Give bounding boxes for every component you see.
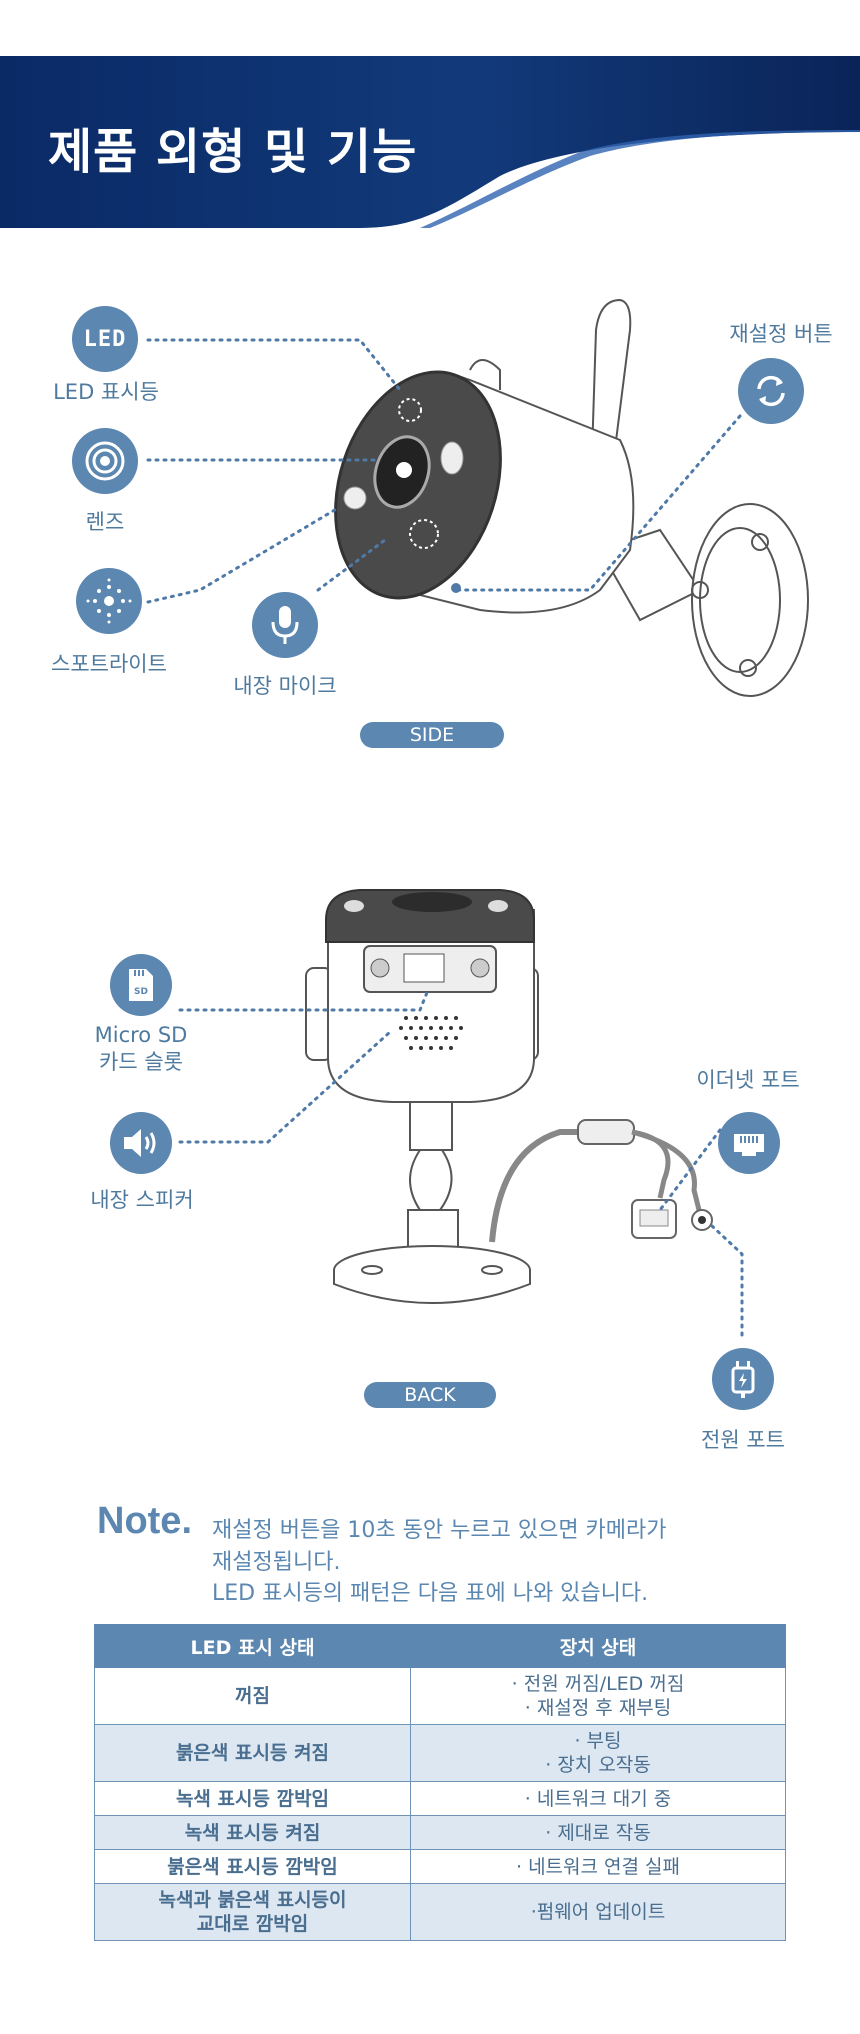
- sd-icon-text: SD: [134, 987, 148, 997]
- camera-back-illustration: [178, 889, 744, 1338]
- mic-label: 내장 마이크: [233, 674, 337, 698]
- device-state-cell: · 부팅· 장치 오작동: [410, 1724, 786, 1782]
- back-view-label: BACK: [364, 1382, 496, 1408]
- device-state-cell: · 네트워크 연결 실패: [410, 1849, 786, 1884]
- power-port-label: 전원 포트: [701, 1428, 785, 1452]
- led-state-cell: 꺼짐: [94, 1667, 411, 1725]
- spotlight-icon: [76, 568, 142, 634]
- table-header-row: LED 표시 상태 장치 상태: [94, 1624, 786, 1668]
- device-state-cell: · 제대로 작동: [410, 1815, 786, 1850]
- cell-text: 녹색 표시등 깜박임: [175, 1787, 330, 1810]
- device-state-cell: ·펌웨어 업데이트: [410, 1883, 786, 1941]
- sd-label-line-2: 카드 슬롯: [99, 1050, 183, 1074]
- col-header-led-state: LED 표시 상태: [94, 1624, 411, 1668]
- speaker-label: 내장 스피커: [90, 1188, 194, 1212]
- led-state-cell: 녹색 표시등 깜박임: [94, 1781, 411, 1816]
- speaker-icon: [110, 1112, 172, 1174]
- cell-text: · 부팅: [574, 1730, 622, 1752]
- led-status-table: LED 표시 상태 장치 상태 꺼짐 · 전원 꺼짐/LED 꺼짐· 재설정 후…: [94, 1624, 786, 1941]
- led-state-cell: 녹색 표시등 켜짐: [94, 1815, 411, 1850]
- table-row: 녹색 표시등 깜박임 · 네트워크 대기 중: [94, 1781, 786, 1816]
- reset-icon: [738, 358, 804, 424]
- led-label: LED 표시등: [53, 380, 159, 404]
- led-icon-text: LED: [83, 326, 127, 352]
- sd-label-line-1: Micro SD: [94, 1023, 188, 1047]
- cell-text: · 장치 오작동: [545, 1754, 651, 1776]
- note-heading: Note.: [97, 1500, 192, 1542]
- cell-text: · 재설정 후 재부팅: [524, 1697, 672, 1719]
- cell-text: 꺼짐: [235, 1685, 270, 1707]
- sd-slot-label: Micro SD 카드 슬롯: [70, 1022, 212, 1076]
- device-state-cell: · 네트워크 대기 중: [410, 1781, 786, 1816]
- table-row: 붉은색 표시등 깜박임 · 네트워크 연결 실패: [94, 1849, 786, 1884]
- cell-text: 녹색과 붉은색 표시등이: [158, 1889, 347, 1911]
- cell-text: 붉은색 표시등 켜짐: [175, 1742, 330, 1764]
- table-row: 녹색 표시등 켜짐 · 제대로 작동: [94, 1815, 786, 1850]
- led-icon: LED: [72, 306, 138, 372]
- page-title: 제품 외형 및 기능: [48, 124, 418, 180]
- sd-card-icon: SD: [110, 954, 172, 1016]
- led-state-cell: 붉은색 표시등 켜짐: [94, 1724, 411, 1782]
- power-port-icon: [712, 1348, 774, 1410]
- note-line-2: 재설정됩니다.: [212, 1550, 341, 1575]
- lens-label: 렌즈: [85, 510, 125, 534]
- led-state-cell: 붉은색 표시등 깜박임: [94, 1849, 411, 1884]
- col-header-device-state: 장치 상태: [410, 1624, 786, 1668]
- lens-icon: [72, 428, 138, 494]
- side-view-label: SIDE: [360, 722, 504, 748]
- spotlight-label: 스포트라이트: [51, 652, 167, 676]
- ethernet-icon: [718, 1112, 780, 1174]
- header-banner: [0, 56, 860, 228]
- note-line-1: 재설정 버튼을 10초 동안 누르고 있으면 카메라가: [212, 1518, 667, 1543]
- table-row: 붉은색 표시등 켜짐 · 부팅· 장치 오작동: [94, 1724, 786, 1782]
- cell-text: 녹색 표시등 켜짐: [184, 1821, 321, 1844]
- reset-label: 재설정 버튼: [729, 322, 833, 346]
- cell-text: · 제대로 작동: [545, 1821, 651, 1844]
- table-row: 꺼짐 · 전원 꺼짐/LED 꺼짐· 재설정 후 재부팅: [94, 1667, 786, 1725]
- note-line-3: LED 표시등의 패턴은 다음 표에 나와 있습니다.: [212, 1581, 649, 1606]
- ethernet-label: 이더넷 포트: [696, 1068, 800, 1092]
- cell-text: 교대로 깜박임: [196, 1913, 309, 1935]
- device-state-cell: · 전원 꺼짐/LED 꺼짐· 재설정 후 재부팅: [410, 1667, 786, 1725]
- cell-text: · 전원 꺼짐/LED 꺼짐: [511, 1673, 685, 1695]
- microphone-icon: [252, 592, 318, 658]
- cell-text: ·펌웨어 업데이트: [530, 1901, 666, 1923]
- cell-text: 붉은색 표시등 깜박임: [167, 1855, 338, 1878]
- cell-text: · 네트워크 연결 실패: [516, 1855, 680, 1878]
- cell-text: · 네트워크 대기 중: [524, 1787, 672, 1810]
- camera-side-illustration: [146, 298, 809, 697]
